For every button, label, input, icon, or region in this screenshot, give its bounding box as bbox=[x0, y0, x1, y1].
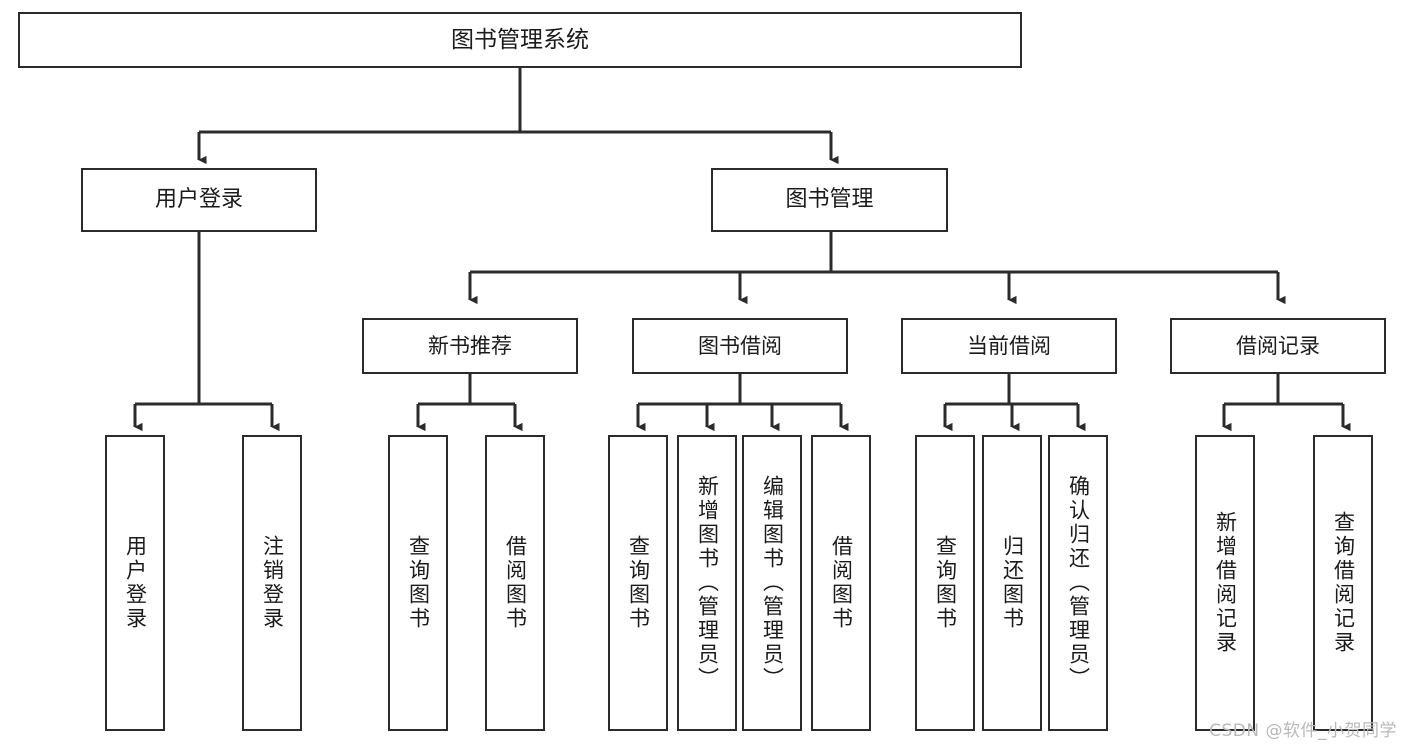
leaf-query-book-borrow-label: 查询图书 bbox=[626, 535, 651, 631]
node-book-borrow-label: 图书借阅 bbox=[698, 333, 782, 358]
leaf-add-borrow-record-label: 新增借阅记录 bbox=[1213, 511, 1238, 655]
leaf-query-book-current-label: 查询图书 bbox=[933, 535, 958, 631]
leaf-return-book[interactable]: 归还图书 bbox=[982, 435, 1042, 731]
leaf-user-login-label: 用户登录 bbox=[123, 535, 148, 631]
node-current-borrow-label: 当前借阅 bbox=[967, 333, 1051, 358]
leaf-query-book-recommend-label: 查询图书 bbox=[406, 535, 431, 631]
node-book-borrow[interactable]: 图书借阅 bbox=[632, 318, 848, 374]
leaf-borrow-book[interactable]: 借阅图书 bbox=[811, 435, 871, 731]
leaf-add-book-admin[interactable]: 新增图书（管理员） bbox=[677, 435, 737, 731]
leaf-query-borrow-record-label: 查询借阅记录 bbox=[1331, 511, 1356, 655]
leaf-borrow-book-recommend-label: 借阅图书 bbox=[503, 535, 528, 631]
leaf-add-borrow-record[interactable]: 新增借阅记录 bbox=[1195, 435, 1255, 731]
leaf-user-login[interactable]: 用户登录 bbox=[105, 435, 165, 731]
leaf-confirm-return-admin-label: 确认归还（管理员） bbox=[1066, 475, 1091, 691]
leaf-user-logout[interactable]: 注销登录 bbox=[242, 435, 302, 731]
leaf-confirm-return-admin[interactable]: 确认归还（管理员） bbox=[1048, 435, 1108, 731]
leaf-edit-book-admin[interactable]: 编辑图书（管理员） bbox=[742, 435, 802, 731]
node-borrow-record-label: 借阅记录 bbox=[1236, 333, 1320, 358]
node-book-management[interactable]: 图书管理 bbox=[711, 168, 948, 232]
leaf-user-logout-label: 注销登录 bbox=[260, 535, 285, 631]
node-root[interactable]: 图书管理系统 bbox=[18, 12, 1022, 68]
node-new-book-recommend[interactable]: 新书推荐 bbox=[362, 318, 578, 374]
leaf-query-book-borrow[interactable]: 查询图书 bbox=[608, 435, 668, 731]
leaf-query-book-current[interactable]: 查询图书 bbox=[915, 435, 975, 731]
leaf-edit-book-admin-label: 编辑图书（管理员） bbox=[760, 475, 785, 691]
leaf-query-book-recommend[interactable]: 查询图书 bbox=[388, 435, 448, 731]
leaf-return-book-label: 归还图书 bbox=[1000, 535, 1025, 631]
leaf-add-book-admin-label: 新增图书（管理员） bbox=[695, 475, 720, 691]
node-borrow-record[interactable]: 借阅记录 bbox=[1170, 318, 1386, 374]
node-user-login[interactable]: 用户登录 bbox=[81, 168, 317, 232]
node-current-borrow[interactable]: 当前借阅 bbox=[901, 318, 1117, 374]
node-user-login-label: 用户登录 bbox=[154, 187, 243, 213]
node-new-book-recommend-label: 新书推荐 bbox=[428, 333, 512, 358]
node-root-label: 图书管理系统 bbox=[451, 26, 589, 53]
node-book-management-label: 图书管理 bbox=[785, 187, 874, 213]
leaf-borrow-book-label: 借阅图书 bbox=[829, 535, 854, 631]
leaf-query-borrow-record[interactable]: 查询借阅记录 bbox=[1313, 435, 1373, 731]
leaf-borrow-book-recommend[interactable]: 借阅图书 bbox=[485, 435, 545, 731]
